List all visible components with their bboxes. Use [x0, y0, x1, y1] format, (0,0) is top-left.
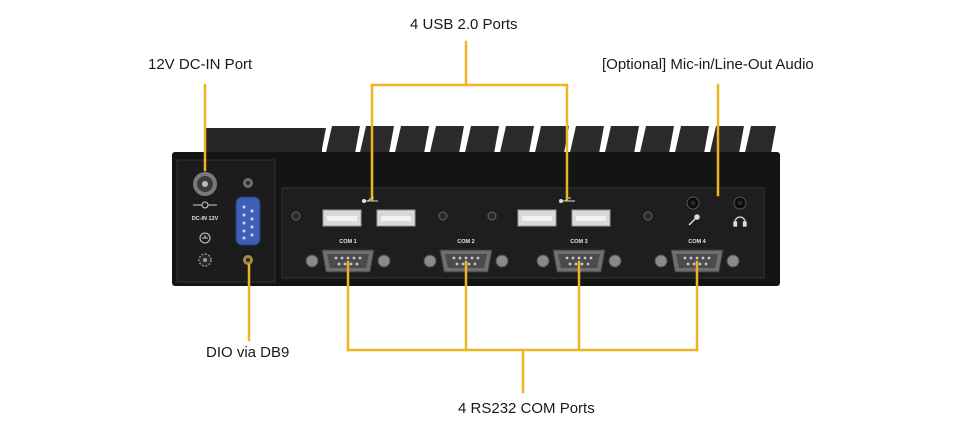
- line-out-jack: [733, 196, 747, 210]
- power-polarity-icon: [193, 201, 217, 209]
- ground-icon: [199, 232, 211, 244]
- leader-lines: [203, 40, 720, 394]
- mic-in-jack: [686, 196, 700, 210]
- usb-port-1: [322, 209, 362, 227]
- dc-in-jack: [193, 172, 217, 196]
- usb-port-2: [376, 209, 416, 227]
- com-callout: 4 RS232 COM Ports: [458, 400, 595, 417]
- com-port-label: COM 2: [457, 239, 474, 245]
- power-button-icon: [198, 253, 212, 267]
- com-port-label: COM 1: [339, 239, 356, 245]
- chassis-top-block: [204, 128, 322, 156]
- usb-port-4: [571, 209, 611, 227]
- panel-screws: [291, 211, 653, 221]
- usb-port-3: [517, 209, 557, 227]
- microphone-icon: [688, 214, 700, 226]
- dio-db9-connector: [235, 196, 261, 246]
- dc-in-callout: 12V DC-IN Port: [148, 56, 253, 73]
- usb-callout: 4 USB 2.0 Ports: [410, 16, 518, 33]
- headphone-icon: [733, 216, 747, 227]
- com-port-label: COM 4: [688, 239, 706, 245]
- dc-in-panel-label: DC-IN 12V: [192, 216, 219, 222]
- audio-callout: [Optional] Mic-in/Line-Out Audio: [602, 56, 814, 73]
- dio-callout: DIO via DB9: [206, 344, 290, 361]
- com-port-label: COM 3: [570, 239, 587, 245]
